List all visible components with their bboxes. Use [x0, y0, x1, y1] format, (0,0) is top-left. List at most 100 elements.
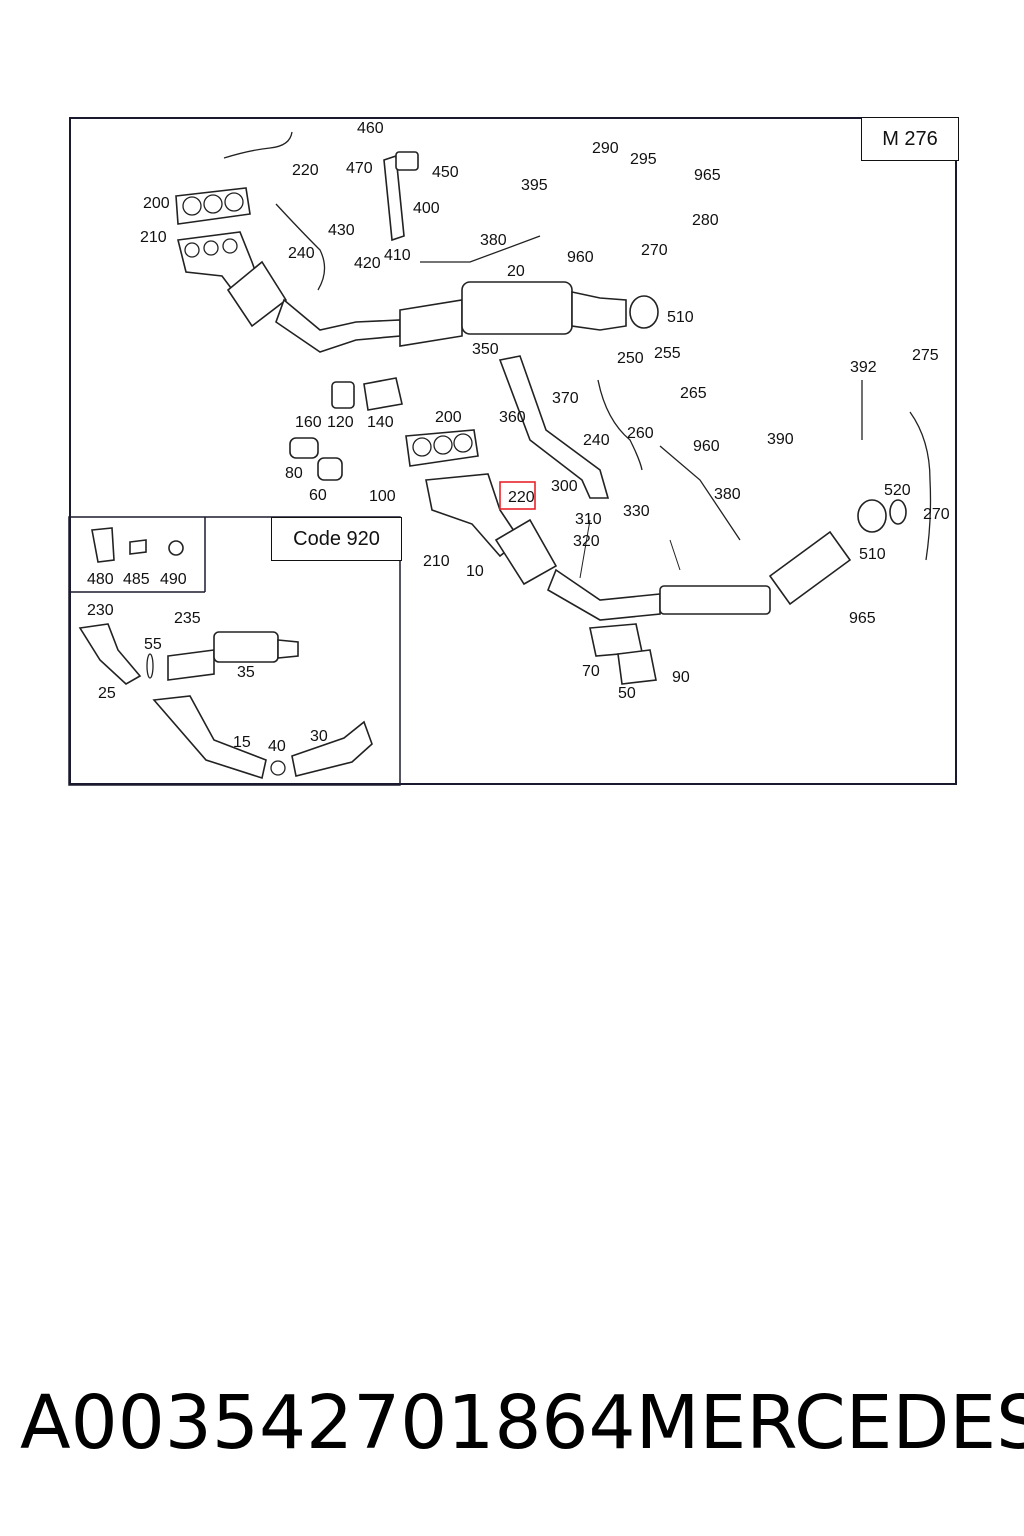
inset-label-40: 40: [268, 738, 286, 755]
sensor-cable-240a: [275, 203, 326, 291]
part-label-265: 265: [680, 385, 707, 402]
inset-label-480: 480: [87, 571, 114, 588]
mid-pipe-lower: [659, 585, 771, 615]
part-label-965: 965: [694, 167, 721, 184]
inset-silencer-35: [167, 649, 215, 681]
part-label-330: 330: [623, 503, 650, 520]
part-label-520: 520: [884, 482, 911, 499]
inset-manifold-25: [78, 623, 142, 685]
part-label-270: 270: [641, 242, 668, 259]
part-label-240: 240: [583, 432, 610, 449]
part-label-360: 360: [499, 409, 526, 426]
part-label-410: 410: [384, 247, 411, 264]
hanger-120: [331, 381, 355, 409]
highlight-box-220: [499, 481, 536, 510]
part-label-210: 210: [140, 229, 167, 246]
inset-label-230: 230: [87, 602, 114, 619]
inset-pipe-30: [291, 720, 373, 777]
part-labels: 460 470 450 220 200 210 240 430 420 400 …: [87, 120, 950, 755]
part-label-392: 392: [850, 359, 877, 376]
egr-pipe: [383, 154, 405, 242]
lower-exhaust-assembly: [405, 355, 932, 685]
part-label-275: 275: [912, 347, 939, 364]
sensor-cable-270b: [909, 411, 932, 561]
part-caption: A003542701864 MERCEDES: [20, 1378, 1024, 1468]
engine-code-label: M 276: [882, 127, 938, 150]
part-label-300: 300: [551, 478, 578, 495]
part-label-60: 60: [309, 487, 327, 504]
part-label-220-highlighted: 220: [508, 489, 535, 506]
inset-label-25: 25: [98, 685, 116, 702]
part-label-450: 450: [432, 164, 459, 181]
part-label-100: 100: [369, 488, 396, 505]
exhaust-system-diagram: 460 470 450 220 200 210 240 430 420 400 …: [68, 120, 950, 786]
part-label-430: 430: [328, 222, 355, 239]
upper-exhaust-assembly: [175, 131, 659, 481]
part-label-80: 80: [285, 465, 303, 482]
front-pipe-lower: [546, 568, 661, 621]
part-number: A003542701864: [20, 1380, 636, 1466]
part-label-510: 510: [859, 546, 886, 563]
catalyst-lower: [494, 518, 558, 586]
sensor-cable-380b: [659, 445, 741, 541]
part-label-400: 400: [413, 200, 440, 217]
part-label-200: 200: [143, 195, 170, 212]
option-code-label: Code 920: [293, 527, 380, 550]
part-label-20: 20: [507, 263, 525, 280]
brand-name: MERCEDES: [635, 1380, 1024, 1466]
part-label-420: 420: [354, 255, 381, 272]
part-label-280: 280: [692, 212, 719, 229]
hanger-80: [289, 437, 319, 459]
sensor-cable-240b: [597, 379, 643, 471]
part-label-220: 220: [292, 162, 319, 179]
inset-label-35: 35: [237, 664, 255, 681]
sensor-cable-380a: [420, 235, 541, 263]
part-label-350: 350: [472, 341, 499, 358]
inset-parts-drawing: [78, 527, 373, 780]
part-label-370: 370: [552, 390, 579, 407]
inset-label-490: 490: [160, 571, 187, 588]
part-label-380: 380: [714, 486, 741, 503]
part-label-50: 50: [618, 685, 636, 702]
part-label-960: 960: [567, 249, 594, 266]
manifold-gasket-lower: [405, 429, 479, 467]
part-label-965: 965: [849, 610, 876, 627]
part-label-140: 140: [367, 414, 394, 431]
inset-label-235: 235: [174, 610, 201, 627]
part-label-390: 390: [767, 431, 794, 448]
part-label-160: 160: [295, 414, 322, 431]
part-label-260: 260: [627, 425, 654, 442]
inset-label-55: 55: [144, 636, 162, 653]
hanger-60: [317, 457, 343, 481]
hanger-140: [363, 377, 403, 411]
part-label-320: 320: [573, 533, 600, 550]
exhaust-diagram-frame: [69, 117, 957, 785]
inset-label-485: 485: [123, 571, 150, 588]
egr-pipe-lower: [498, 355, 610, 499]
inset-label-15: 15: [233, 734, 251, 751]
part-label-470: 470: [346, 160, 373, 177]
rear-silencer-lower: [768, 530, 852, 606]
muffler-upper: [461, 281, 573, 335]
part-label-510: 510: [667, 309, 694, 326]
part-label-240: 240: [288, 245, 315, 262]
part-label-70: 70: [582, 663, 600, 680]
part-label-200: 200: [435, 409, 462, 426]
part-label-310: 310: [575, 511, 602, 528]
hanger-50: [617, 649, 657, 685]
part-label-295: 295: [630, 151, 657, 168]
tail-section-upper: [571, 291, 627, 331]
part-label-290: 290: [592, 140, 619, 157]
part-label-270: 270: [923, 506, 950, 523]
part-label-460: 460: [357, 120, 384, 137]
part-label-250: 250: [617, 350, 644, 367]
front-pipe-upper: [275, 298, 401, 353]
manifold-gasket-upper: [175, 187, 251, 225]
sensor-cable-upper: [223, 131, 293, 159]
option-code-box: Code 920: [271, 517, 402, 561]
part-label-960: 960: [693, 438, 720, 455]
part-label-255: 255: [654, 345, 681, 362]
silencer-upper: [399, 299, 463, 347]
inset-pipe-15: [152, 695, 267, 780]
part-label-10: 10: [466, 563, 484, 580]
